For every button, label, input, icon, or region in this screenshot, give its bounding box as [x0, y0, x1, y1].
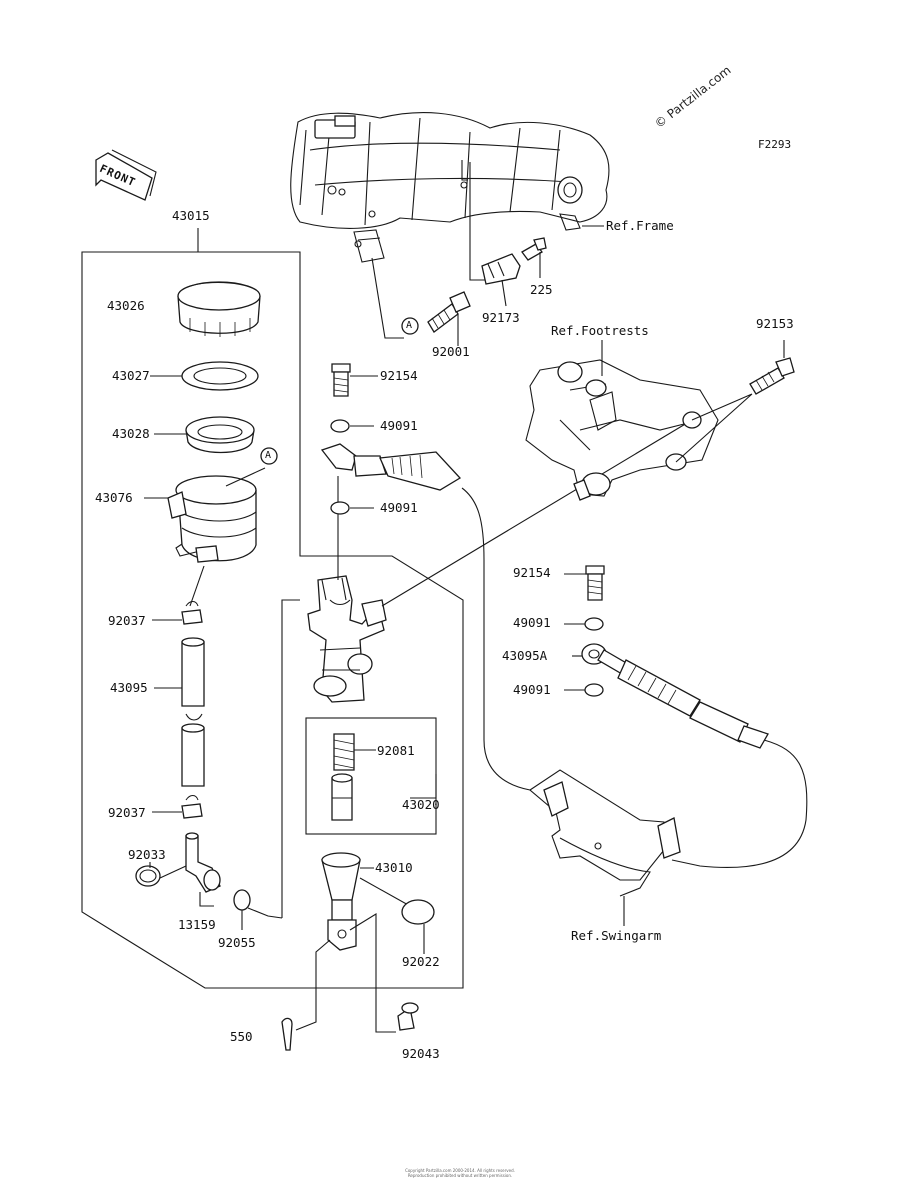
label-92043: 92043: [402, 1046, 440, 1061]
frame-reference-drawing: [290, 111, 610, 263]
part-92037-clamp-bottom: [181, 794, 203, 819]
footrest-reference-drawing: [525, 359, 719, 501]
label-92154-top: 92154: [380, 368, 418, 383]
box-43020: [305, 717, 437, 835]
callout-a-reservoir-circle: [260, 447, 278, 465]
label-49091-c: 49091: [513, 615, 551, 630]
label-43026: 43026: [107, 298, 145, 313]
leader-to-callout-a-top: [371, 257, 404, 339]
part-49091-washer-a: [330, 419, 350, 433]
part-43026-reservoir-cap: [177, 281, 261, 337]
upper-hose-path: [461, 487, 531, 791]
assembly-43015-outline: [81, 228, 464, 989]
part-43076-reservoir: [167, 475, 257, 563]
part-92022-boot: [401, 899, 435, 925]
label-225: 225: [530, 282, 553, 297]
ref-frame-label: Ref.Frame: [606, 218, 674, 233]
part-49091-washer-d: [584, 683, 604, 697]
part-92154-banjo-bolt-top: [331, 363, 351, 397]
label-92153: 92153: [756, 316, 794, 331]
label-92022: 92022: [402, 954, 440, 969]
part-92081-spring: [333, 733, 355, 771]
upper-brake-hose-end: [320, 443, 462, 491]
part-13159-fitting: [185, 832, 221, 893]
label-43076: 43076: [95, 490, 133, 505]
label-43095A: 43095A: [502, 648, 548, 663]
leader-13159: [199, 892, 214, 907]
label-43028: 43028: [112, 426, 150, 441]
leader-92033: [149, 862, 187, 879]
label-43010: 43010: [375, 860, 413, 875]
leader-92173: [501, 279, 507, 307]
part-92001-bolt: [427, 291, 471, 333]
master-cylinder-body: [307, 575, 387, 703]
ref-footrests-label: Ref.Footrests: [551, 323, 649, 338]
assembly-inner-line: [281, 599, 300, 918]
callout-a-reservoir: A: [265, 450, 272, 461]
ref-swingarm-label: Ref.Swingarm: [571, 928, 662, 943]
part-92154-banjo-bolt-right: [585, 565, 605, 601]
part-43095-hose: [181, 637, 205, 787]
label-43020: 43020: [402, 797, 440, 812]
label-49091-b: 49091: [380, 500, 418, 515]
right-hose-path: [671, 739, 808, 869]
copyright-line-1: Copyright Partzilla.com 2000-2014. All r…: [405, 1168, 515, 1173]
part-49091-washer-b: [330, 501, 350, 515]
label-92173: 92173: [482, 310, 520, 325]
leader-92153: [675, 340, 785, 463]
leader-reservoir-hose: [189, 565, 205, 607]
part-piston-cup: [331, 773, 353, 821]
link-line-to-footrest: [381, 419, 693, 607]
label-92037-bottom: 92037: [108, 805, 146, 820]
leader-callout-a-reservoir: [225, 467, 266, 487]
label-43015: 43015: [172, 208, 210, 223]
label-92055: 92055: [218, 935, 256, 950]
part-550-cotter-pin: [281, 1017, 293, 1051]
leader-92043: [349, 913, 396, 1033]
label-49091-d: 49091: [513, 682, 551, 697]
part-43027-plate: [181, 361, 259, 391]
swingarm-reference-drawing: [529, 769, 681, 897]
label-550: 550: [230, 1029, 253, 1044]
label-92033: 92033: [128, 847, 166, 862]
leader-550: [295, 939, 331, 1031]
part-43028-diaphragm: [185, 416, 255, 454]
copyright-line-2: Reproduction prohibited without written …: [407, 1173, 513, 1178]
part-92033-circlip: [135, 865, 161, 887]
label-92001: 92001: [432, 344, 470, 359]
part-92153-bolt: [749, 357, 795, 395]
part-92043-pin: [397, 1002, 419, 1031]
frame-leader-92173: [469, 162, 486, 281]
copyright-footer: Copyright Partzilla.com 2000-2014. All r…: [300, 1168, 620, 1178]
leader-43020: [410, 774, 437, 799]
part-92055-o-ring: [233, 889, 251, 911]
figure-code: F2293: [758, 138, 792, 151]
callout-a-frame: A: [406, 320, 413, 331]
label-92154-right: 92154: [513, 565, 551, 580]
front-direction-arrow: [95, 149, 157, 201]
label-92037-top: 92037: [108, 613, 146, 628]
label-43095: 43095: [110, 680, 148, 695]
part-43010-push-rod: [321, 852, 361, 951]
label-43027: 43027: [112, 368, 150, 383]
leader-92055: [241, 907, 283, 930]
leader-43010: [359, 867, 411, 907]
part-92173-bracket: [481, 253, 521, 285]
part-43095A-brake-hose: [581, 643, 769, 749]
label-92081: 92081: [377, 743, 415, 758]
part-225-bolt: [521, 237, 547, 261]
label-49091-a: 49091: [380, 418, 418, 433]
part-49091-washer-c: [584, 617, 604, 631]
callout-a-frame-circle: [401, 317, 419, 335]
label-13159: 13159: [178, 917, 216, 932]
part-92037-clamp-top: [181, 600, 203, 625]
